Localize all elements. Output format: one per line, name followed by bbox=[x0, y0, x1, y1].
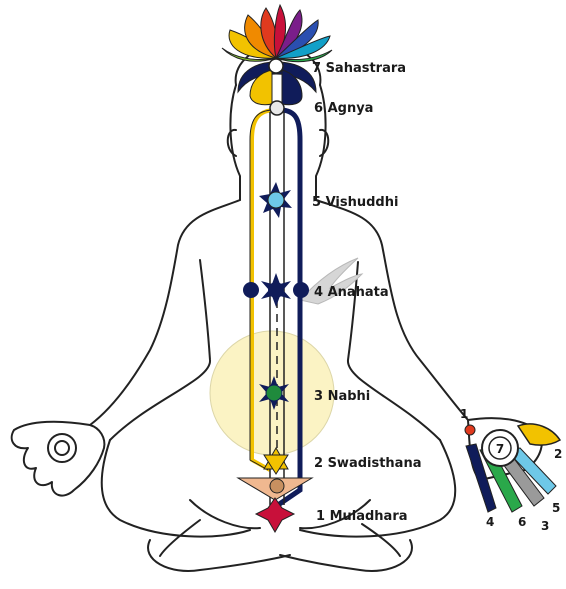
right-channel bbox=[276, 107, 303, 508]
finger-label-3: 3 bbox=[541, 519, 549, 533]
anahata-marker bbox=[261, 273, 291, 307]
chakra-label-anahata: 4 Anahata bbox=[314, 285, 389, 300]
chakra-label-agnya: 6 Agnya bbox=[314, 101, 373, 116]
lotus-petal bbox=[275, 35, 331, 59]
finger-label-5: 5 bbox=[552, 501, 560, 515]
finger-1-dot bbox=[464, 424, 476, 436]
palm-circle-inner bbox=[488, 436, 512, 460]
finger bbox=[465, 443, 497, 513]
vishuddhi-marker bbox=[259, 182, 292, 218]
palm-center-label: 7 bbox=[496, 442, 504, 456]
anahata-right-dot bbox=[293, 282, 309, 298]
right-hand: 7 bbox=[464, 417, 562, 513]
left-channel-outline bbox=[249, 109, 275, 471]
wing-shape bbox=[299, 257, 364, 305]
chakra-label-muladhara: 1 Muladhara bbox=[316, 509, 408, 524]
lotus-petal bbox=[275, 49, 333, 63]
sahastrara-cup-left bbox=[249, 69, 273, 106]
finger-label-6: 6 bbox=[518, 515, 526, 529]
body-outline bbox=[10, 44, 469, 572]
chakra-label-vishuddhi: 5 Vishuddhi bbox=[312, 195, 398, 210]
anahata-left-dot bbox=[243, 282, 259, 298]
finger-label-4: 4 bbox=[486, 515, 494, 529]
finger-label-1: 1 bbox=[460, 407, 468, 421]
left-hand-circle-inner bbox=[54, 440, 70, 456]
lotus-petal bbox=[221, 47, 277, 62]
lotus-icon bbox=[221, 3, 333, 106]
muladhara-marker bbox=[236, 477, 314, 533]
swadisthana-marker bbox=[263, 446, 289, 475]
chakra-label-nabhi: 3 Nabhi bbox=[314, 389, 370, 404]
finger-label-2: 2 bbox=[554, 447, 562, 461]
chakra-label-swadisthana: 2 Swadisthana bbox=[314, 456, 422, 471]
sahastrara-cup-right bbox=[281, 69, 303, 106]
sahastrara-marker bbox=[268, 58, 284, 74]
thumb-finger bbox=[516, 423, 562, 446]
agnya-marker bbox=[269, 100, 285, 116]
chakra-label-sahastrara: 7 Sahastrara bbox=[312, 61, 406, 76]
nabhi-marker bbox=[259, 376, 289, 410]
